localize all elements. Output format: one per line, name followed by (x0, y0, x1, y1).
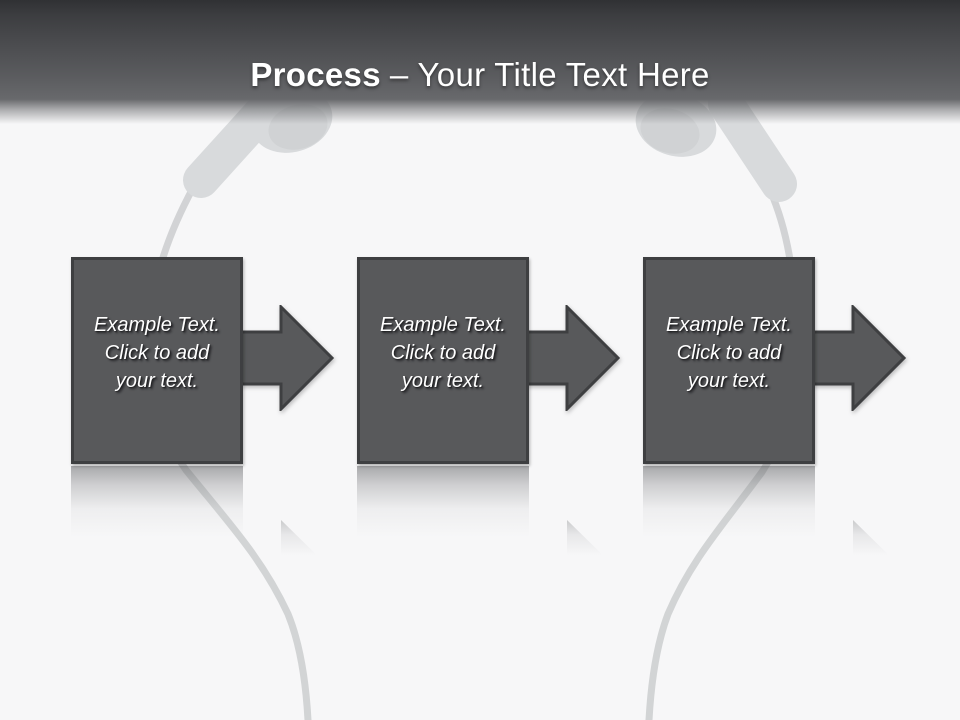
title-band (0, 0, 960, 124)
slide-title[interactable]: Process–Your Title Text Here (0, 56, 960, 94)
box-reflection (357, 466, 529, 540)
process-arrow[interactable] (525, 305, 621, 411)
title-rest: Your Title Text Here (417, 56, 710, 93)
step-text-line: Example Text. (380, 314, 506, 336)
process-step-box[interactable]: Example Text. Click to add your text. (643, 257, 815, 464)
step-text-line: your text. (401, 370, 485, 392)
step-text-line: Click to add (104, 342, 210, 364)
box-reflection (71, 466, 243, 540)
step-text-line: Click to add (390, 342, 496, 364)
process-step-box[interactable]: Example Text. Click to add your text. (357, 257, 529, 464)
box-reflection (643, 466, 815, 540)
process-arrow[interactable] (811, 305, 907, 411)
title-emphasis: Process (250, 56, 381, 93)
step-text-line: your text. (115, 370, 199, 392)
title-separator: – (389, 56, 409, 93)
step-text-line: Example Text. (666, 314, 792, 336)
process-arrow[interactable] (239, 305, 335, 411)
process-step-box[interactable]: Example Text. Click to add your text. (71, 257, 243, 464)
step-text-line: your text. (687, 370, 771, 392)
step-text-line: Example Text. (94, 314, 220, 336)
step-text-line: Click to add (676, 342, 782, 364)
